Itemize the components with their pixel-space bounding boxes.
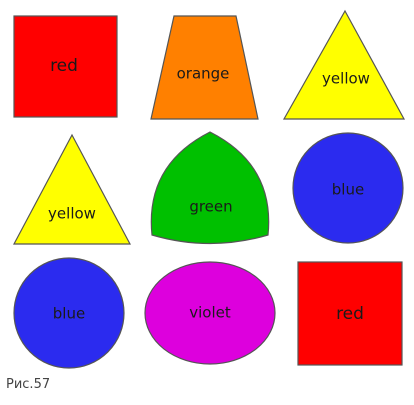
red-square-shape: red xyxy=(13,15,118,118)
green-reuleaux-shape: green xyxy=(150,131,270,245)
shape-label-orange: orange xyxy=(177,65,230,83)
violet-oval xyxy=(144,261,276,365)
figure-caption: Рис.57 xyxy=(6,377,51,392)
shape-label-yellow-left: yellow xyxy=(48,205,96,223)
yellow-triangle-shape-top: yellow xyxy=(282,9,406,120)
yellow-triangle-shape-left: yellow xyxy=(13,133,131,245)
shape-label-violet: violet xyxy=(189,304,231,322)
shape-label-green: green xyxy=(189,198,232,216)
yellow-triangle-top xyxy=(282,9,406,120)
shape-label-red-bottom: red xyxy=(336,304,364,324)
green-reuleaux-triangle xyxy=(150,131,270,245)
blue-circle-shape-left: blue xyxy=(13,257,125,369)
orange-trapezoid-shape: orange xyxy=(150,15,259,120)
blue-circle-right xyxy=(292,132,404,244)
blue-circle-left xyxy=(13,257,125,369)
red-square xyxy=(13,15,118,118)
shape-label-red: red xyxy=(50,56,78,76)
shape-label-yellow-top: yellow xyxy=(322,70,370,88)
orange-trapezoid xyxy=(150,15,259,120)
blue-circle-shape-right: blue xyxy=(292,132,404,244)
shape-label-blue-right: blue xyxy=(332,181,364,199)
red-square-bottom xyxy=(297,261,403,366)
shape-label-blue-left: blue xyxy=(53,305,85,323)
violet-oval-shape: violet xyxy=(144,261,276,365)
red-square-shape-bottom: red xyxy=(297,261,403,366)
yellow-triangle-left xyxy=(13,133,131,245)
